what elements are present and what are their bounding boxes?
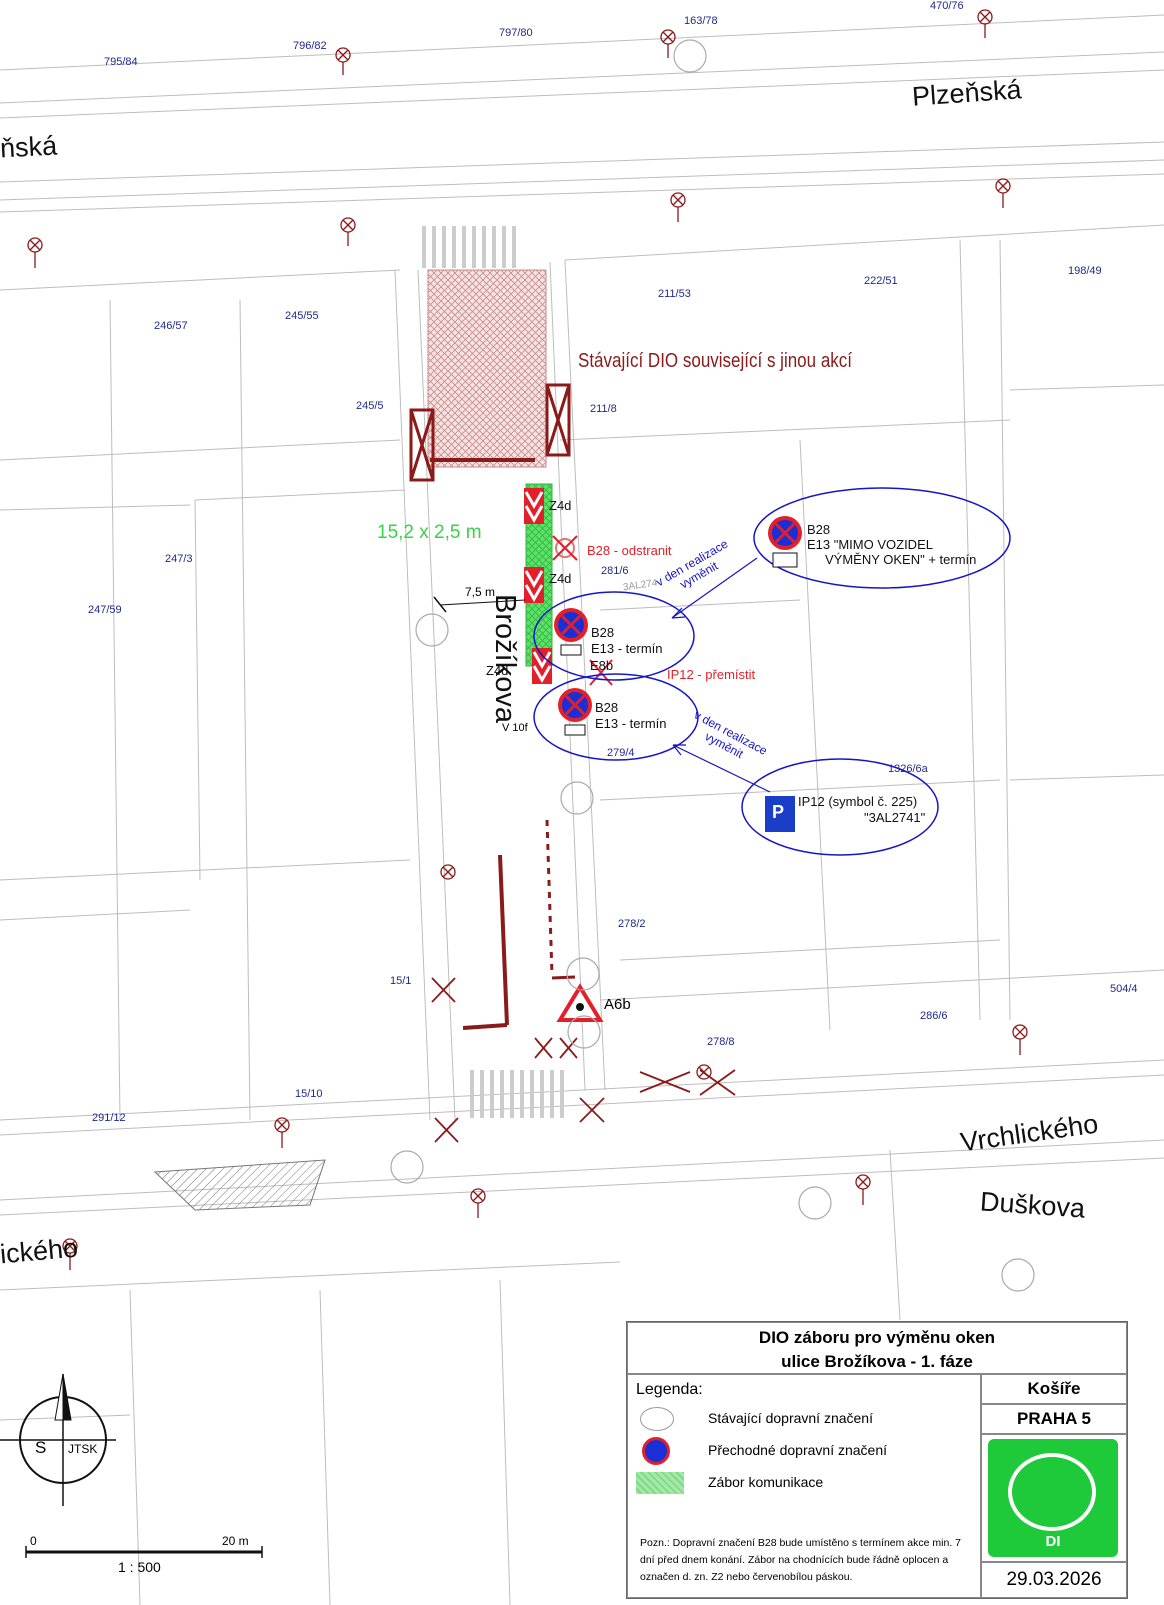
callout-ip12-parking-icon: P	[765, 796, 795, 832]
parcel-label: 504/4	[1110, 983, 1138, 995]
street-brozikova: Brožíkova	[488, 594, 521, 723]
v10f-label: V 10f	[502, 722, 528, 734]
crosswalk-bottom	[470, 1070, 564, 1118]
z4d-sign-1	[524, 488, 544, 524]
callout-left-ellipse-2	[533, 673, 699, 761]
b28-remove-mark	[552, 535, 578, 561]
dimension-line	[439, 599, 526, 606]
di-logo: DI	[981, 1434, 1127, 1562]
compass-s-label: S	[35, 1438, 47, 1457]
b28-remove-label: B28 - odstranit	[587, 543, 672, 558]
di-logo-text: DI	[1045, 1533, 1061, 1550]
parcel-label: 245/55	[285, 310, 319, 322]
parcel-label: 795/84	[104, 56, 138, 68]
occupation-hatch-icon	[636, 1472, 684, 1494]
width-dimension-label: 7,5 m	[465, 585, 496, 599]
parcel-label: 15/1	[390, 975, 412, 987]
compass-system-label: JTSK	[68, 1442, 98, 1456]
parcel-label: 198/49	[1068, 265, 1102, 277]
parcel-label: 278/8	[707, 1036, 735, 1048]
callout-top-ellipse	[753, 487, 1011, 589]
z4d-sign-2	[524, 567, 544, 603]
parcel-label: 247/59	[88, 604, 122, 616]
parcel-label: 211/53	[658, 288, 691, 300]
crosswalk-top	[422, 226, 516, 268]
legend-item-occupation: Zábor komunikace	[708, 1474, 824, 1490]
existing-sign-icon	[640, 1407, 674, 1431]
legend-item-existing: Stávající dopravní značení	[708, 1410, 873, 1426]
ip12-move-label: IP12 - přemístit	[667, 667, 756, 682]
parcel-label: 211/8	[590, 403, 617, 415]
city-name: PRAHA 5	[981, 1404, 1127, 1434]
callout-left-ellipse-1	[533, 591, 695, 681]
scale-ratio-label: 1 : 500	[118, 1559, 161, 1575]
occupation-size-label: 15,2 x 2,5 m	[377, 522, 482, 543]
scale-bar	[25, 1546, 263, 1558]
existing-dio-label: Stávající DIO související s jinou akcí	[578, 350, 852, 372]
parcel-label: 247/3	[165, 553, 193, 565]
legend-title: Legenda:	[636, 1381, 703, 1398]
parcel-label: 15/10	[295, 1088, 323, 1100]
callout-top-text: B28 E13 "MIMO VOZIDEL VÝMĚNY OKEN" + ter…	[807, 522, 977, 567]
parcel-label: 291/12	[92, 1112, 126, 1124]
parcel-label: 245/5	[356, 400, 384, 412]
b28-sign-2	[558, 688, 592, 736]
parcel-label: 796/82	[293, 40, 327, 52]
removed-existing-signs	[431, 977, 736, 1143]
existing-dio-area	[427, 269, 547, 468]
compass-rose	[0, 1373, 116, 1506]
drawing-date: 29.03.2026	[981, 1562, 1127, 1598]
parcel-label: 286/6	[920, 1010, 948, 1022]
e8b-label: E8b	[590, 658, 614, 673]
district-name: Košíře	[981, 1374, 1127, 1404]
scale-end-label: 20 m	[222, 1534, 249, 1548]
b28-sign-1	[554, 608, 588, 656]
legend-note: Pozn.: Dopravní značení B28 bude umístěn…	[640, 1537, 961, 1583]
hatched-island	[153, 1159, 326, 1211]
parcel-label: 278/2	[618, 918, 646, 930]
existing-dio-barrier-left	[409, 408, 435, 482]
existing-grey-signs	[390, 39, 1035, 1292]
a6b-label: A6b	[604, 996, 631, 1013]
z4d-sign-3	[532, 648, 552, 684]
callout-bottom-ellipse	[741, 758, 939, 856]
callout-bottom-text: IP12 (symbol č. 225) "3AL2741"	[798, 794, 926, 825]
title-block: DIO záboru pro výměnu oken ulice Brožíko…	[626, 1321, 1128, 1599]
z4d-label-1: Z4d	[549, 498, 572, 513]
existing-dio-barrier-right	[545, 383, 571, 457]
parcel-label: 797/80	[499, 27, 533, 39]
svg-text:P: P	[772, 802, 784, 822]
title-block-heading: DIO záboru pro výměnu oken ulice Brožíko…	[627, 1322, 1127, 1374]
parcel-label: 1326/6a	[888, 763, 928, 775]
existing-sign-posts	[27, 9, 1028, 1270]
street-plzenska-left: ňská	[0, 130, 58, 164]
callout-top-b28-icon	[768, 516, 802, 568]
parcel-label: 470/76	[930, 0, 964, 12]
parcel-label: 279/4	[607, 747, 635, 759]
z4d-label-3: Z4d	[486, 663, 509, 678]
parcel-label: 281/6	[601, 565, 629, 577]
legend: Legenda: Stávající dopravní značení Přec…	[627, 1374, 981, 1598]
ip12-move-mark	[589, 659, 613, 686]
temporary-sign-icon	[642, 1437, 670, 1465]
scale-start-label: 0	[30, 1534, 37, 1548]
a6b-warning-sign	[556, 983, 604, 1022]
legend-item-temporary: Přechodné dopravní značení	[708, 1442, 888, 1458]
z4d-label-2: Z4d	[549, 571, 572, 586]
parcel-label: 163/78	[684, 15, 718, 27]
parcel-label: 222/51	[864, 275, 898, 287]
parcel-label: 246/57	[154, 320, 188, 332]
